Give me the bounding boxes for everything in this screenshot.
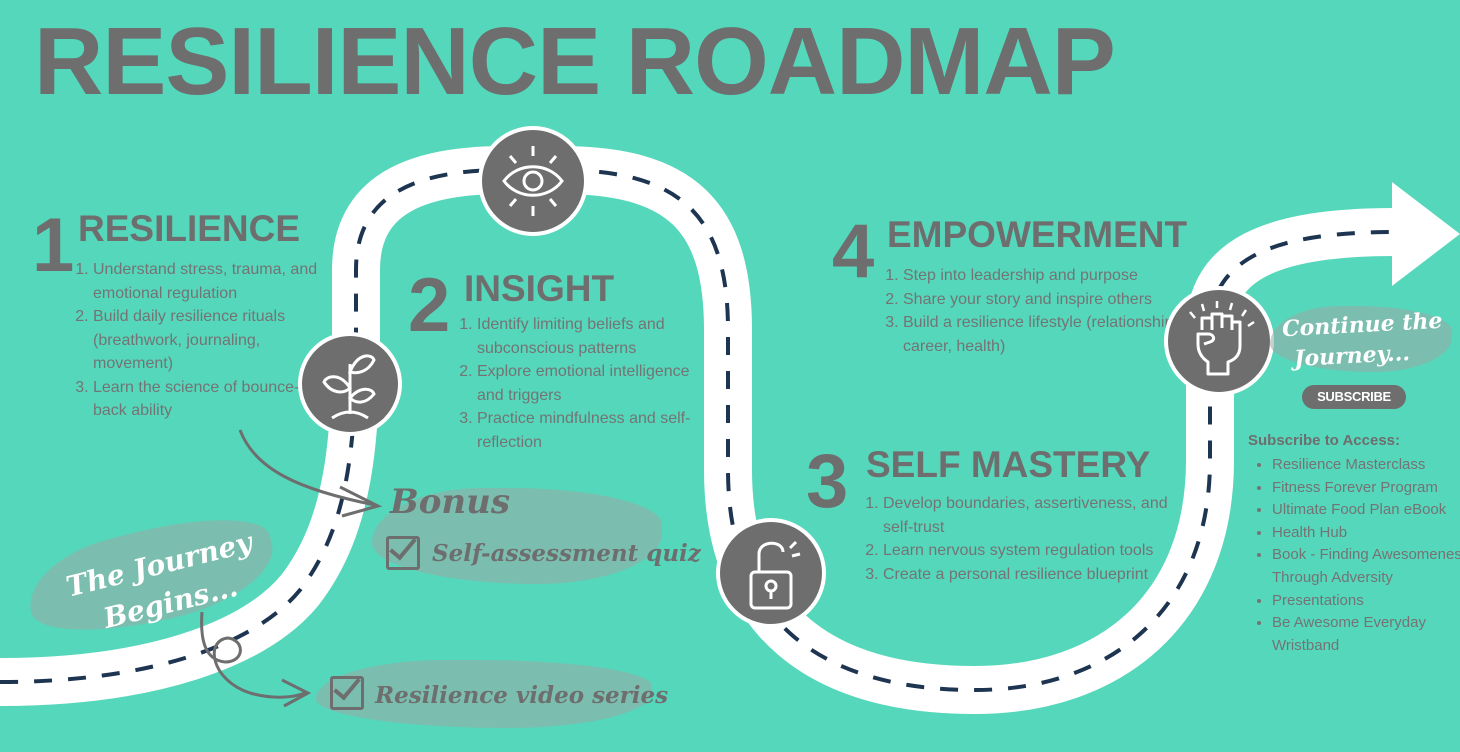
stage-items: Understand stress, trauma, and emotional… bbox=[76, 258, 333, 423]
stage-item: Learn the science of bounce-back ability bbox=[93, 376, 333, 423]
stage-items: Identify limiting beliefs and subconscio… bbox=[460, 313, 717, 454]
bonus-arrow-head bbox=[339, 485, 383, 518]
stage-heading: EMPOWERMENT bbox=[887, 214, 1188, 255]
bonus-label: Bonus bbox=[390, 482, 510, 522]
access-list: Resilience Masterclass Fitness Forever P… bbox=[1254, 454, 1460, 657]
stage-items: Step into leadership and purpose Share y… bbox=[886, 264, 1203, 358]
bonus-arrow bbox=[238, 429, 376, 507]
stage-number: 1 bbox=[32, 203, 75, 288]
list-item: Book - Finding Awesomeness Through Adver… bbox=[1272, 544, 1460, 589]
video-brush-stroke bbox=[316, 660, 652, 728]
stage-item: Create a personal resilience blueprint bbox=[883, 563, 1183, 587]
stage-heading: SELF MASTERY bbox=[866, 444, 1151, 485]
bonus-brush-stroke bbox=[372, 488, 662, 584]
continue-brush-stroke bbox=[1270, 306, 1452, 372]
stage-heading: RESILIENCE bbox=[78, 208, 301, 249]
stage-number: 2 bbox=[408, 263, 451, 348]
stage-item: Learn nervous system regulation tools bbox=[883, 539, 1183, 563]
list-item: Ultimate Food Plan eBook bbox=[1272, 499, 1460, 522]
stage-items: Develop boundaries, assertiveness, and s… bbox=[866, 492, 1183, 586]
road-center-dashes bbox=[0, 168, 1396, 693]
stage-item: Practice mindfulness and self-reflection bbox=[477, 407, 717, 454]
sprout-icon bbox=[298, 332, 402, 436]
stage-item: Share your story and inspire others bbox=[903, 288, 1203, 312]
stage-item: Identify limiting beliefs and subconscio… bbox=[477, 313, 717, 360]
checkbox-checked-icon bbox=[386, 536, 420, 570]
stage-number: 3 bbox=[806, 439, 849, 524]
journey-arrow bbox=[200, 611, 306, 699]
list-item: Health Hub bbox=[1272, 522, 1460, 545]
journey-arrow-head bbox=[281, 678, 312, 708]
list-item: Fitness Forever Program bbox=[1272, 477, 1460, 500]
subscribe-button[interactable]: SUBSCRIBE bbox=[1302, 385, 1406, 409]
access-title: Subscribe to Access: bbox=[1248, 432, 1400, 449]
list-item: Presentations bbox=[1272, 590, 1460, 613]
stage-item: Step into leadership and purpose bbox=[903, 264, 1203, 288]
page-title: RESILIENCE ROADMAP bbox=[34, 8, 1116, 115]
raised-fist-icon bbox=[1164, 286, 1274, 396]
bonus-item-quiz: Self-assessment quiz bbox=[432, 540, 701, 567]
checkbox-checked-icon bbox=[330, 676, 364, 710]
road-arrow-head bbox=[1392, 182, 1460, 286]
list-item: Resilience Masterclass bbox=[1272, 454, 1460, 477]
stage-heading: INSIGHT bbox=[464, 268, 615, 309]
open-padlock-icon bbox=[716, 518, 826, 628]
bonus-item-video: Resilience video series bbox=[375, 682, 669, 709]
stage-item: Build a resilience lifestyle (relationsh… bbox=[903, 311, 1203, 358]
eye-icon bbox=[478, 126, 588, 236]
list-item: Be Awesome Everyday Wristband bbox=[1272, 612, 1460, 657]
stage-item: Explore emotional intelligence and trigg… bbox=[477, 360, 717, 407]
stage-item: Develop boundaries, assertiveness, and s… bbox=[883, 492, 1183, 539]
stage-item: Build daily resilience rituals (breathwo… bbox=[93, 305, 333, 376]
stage-item: Understand stress, trauma, and emotional… bbox=[93, 258, 333, 305]
stage-number: 4 bbox=[832, 209, 875, 294]
